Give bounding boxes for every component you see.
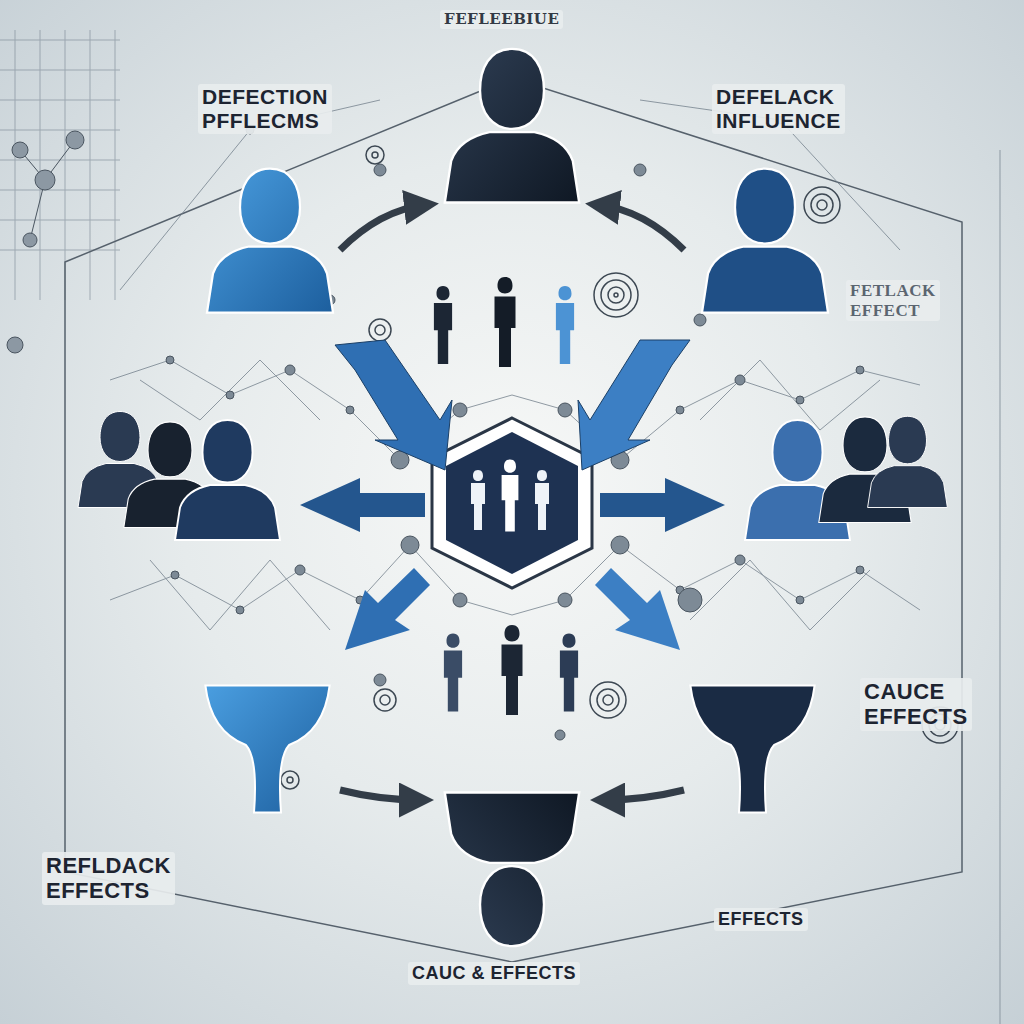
figures [78,49,947,946]
title: FEFLEEBIUE [440,10,563,29]
molecule [7,131,84,353]
annotation-label: DEFELACK INFLUENCE [712,84,845,134]
annotation-label: EFFECTS [714,908,808,931]
arrows [300,205,725,800]
annotation-label: REFLDACK EFFECTS [42,852,175,905]
center-hexagon [432,418,592,588]
spirals [281,146,958,789]
grid [0,30,120,300]
network-dots [166,116,864,740]
small-people [434,277,578,715]
annotation-label: CAUC & EFFECTS [408,962,580,985]
hexagon-frame [65,78,962,962]
annotation-label: CAUCE EFFECTS [860,678,972,731]
annotation-label: DEFECTION PFFLECMS [198,84,332,134]
annotation-label: FETLACK EFFECT [846,280,940,321]
frame-line [1000,150,1001,1024]
